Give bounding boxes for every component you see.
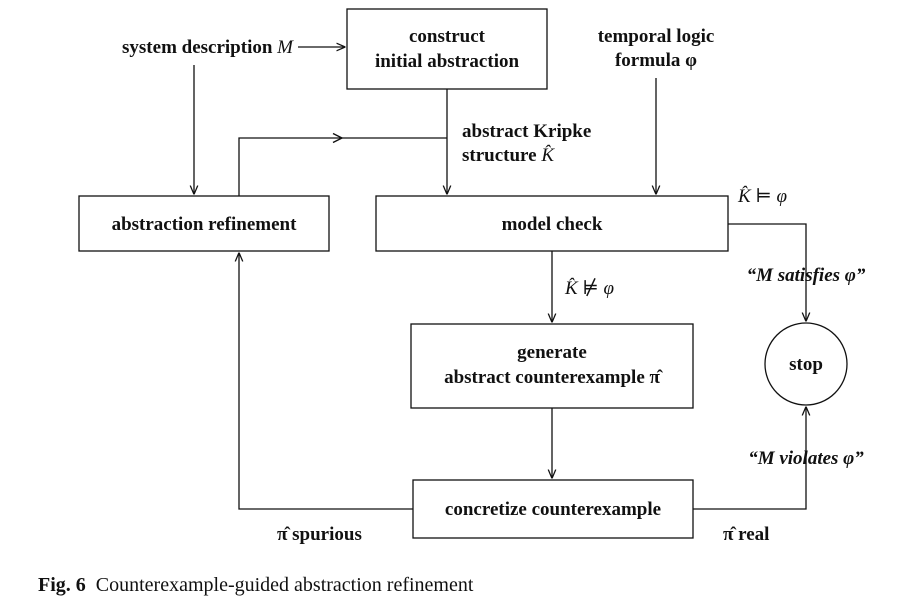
spurious-label: π̂ spurious	[277, 524, 362, 545]
system-description-label: system description M	[122, 37, 294, 58]
generate-label-line2: abstract counterexample π̂	[444, 367, 663, 388]
construct-box	[346, 8, 548, 90]
abstraction-refinement-box	[78, 195, 330, 252]
temporal-logic-label-line1: temporal logic	[598, 26, 715, 47]
generate-box	[410, 323, 694, 409]
m-violates-label: “M violates φ”	[748, 448, 864, 469]
construct-label-line1: construct	[409, 26, 486, 47]
model-check-label: model check	[502, 214, 603, 235]
edge-concretize-to-refinement	[239, 253, 413, 510]
figure-number: Fig. 6	[38, 574, 86, 596]
m-satisfies-label: “M satisfies φ”	[747, 265, 866, 286]
arrowhead-refinement-loop	[332, 132, 344, 144]
kripke-label-line1: abstract Kripke	[462, 121, 591, 142]
figure-caption-text: Counterexample-guided abstraction refine…	[95, 574, 474, 596]
edge-refinement-to-modelcheck	[238, 137, 447, 196]
stop-label: stop	[789, 354, 823, 375]
generate-label-line1: generate	[517, 342, 587, 363]
temporal-logic-label-line2: formula φ	[615, 50, 697, 71]
construct-label-line2: initial abstraction	[375, 51, 520, 72]
not-satisfied-label: K̂ ⊭ φ	[564, 277, 614, 299]
figure-caption: Fig. 6 Counterexample-guided abstraction …	[38, 574, 473, 597]
kripke-label-line2: structure K̂	[462, 145, 555, 166]
edge-concretize-to-stop	[693, 407, 806, 510]
satisfied-label: K̂ ⊨ φ	[737, 186, 787, 207]
real-label: π̂ real	[723, 524, 769, 545]
edge-modelcheck-to-stop	[728, 223, 806, 321]
concretize-label: concretize counterexample	[445, 499, 661, 520]
abstraction-refinement-label: abstraction refinement	[112, 214, 298, 235]
concretize-box	[412, 479, 694, 539]
stop-circle	[764, 322, 848, 406]
model-check-box	[375, 195, 729, 252]
